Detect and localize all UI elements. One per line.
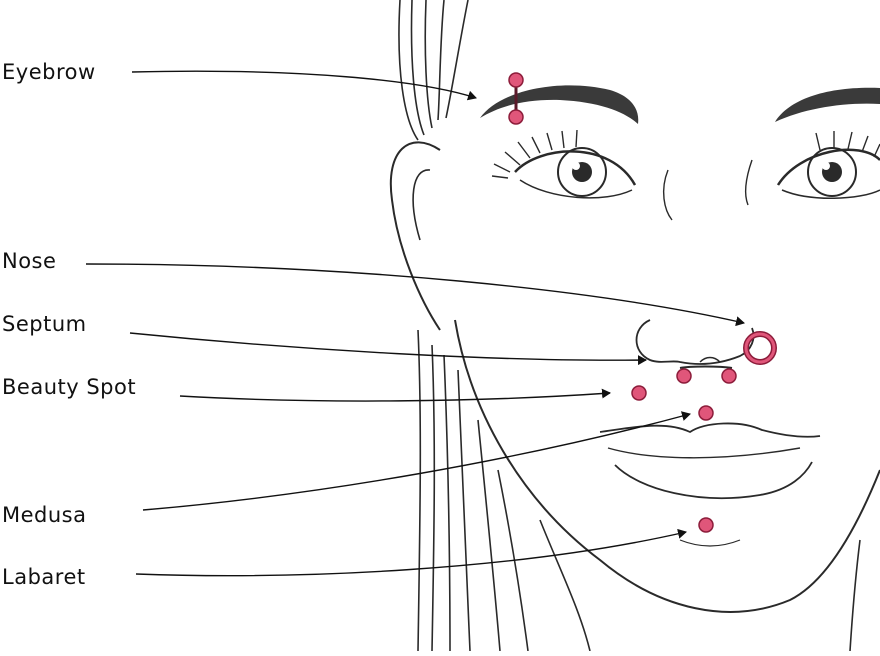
beauty-spot-piercing (631, 385, 647, 401)
eyebrow-piercing (508, 72, 524, 125)
neck-line (539, 519, 591, 652)
left-eyebrow (480, 85, 639, 124)
jaw-outline (454, 319, 880, 613)
label-nose: Nose (2, 249, 57, 273)
mouth-line (607, 447, 801, 459)
label-labaret: Labaret (2, 565, 86, 589)
arrow-beauty-spot (179, 388, 611, 402)
septum-ball-left (676, 368, 692, 384)
neck-line-right (849, 539, 861, 652)
arrow-medusa (142, 411, 691, 511)
nose-bridge-right (744, 159, 753, 206)
eyebrow-ball-bottom (508, 109, 524, 125)
arrow-labaret (135, 528, 687, 577)
arrow-eyebrow (131, 70, 477, 101)
lower-lip (614, 461, 813, 500)
label-medusa: Medusa (2, 503, 87, 527)
left-eye (491, 129, 637, 199)
labaret-piercing (698, 517, 714, 533)
label-beauty-spot: Beauty Spot (2, 375, 137, 399)
arrow-septum (129, 332, 647, 366)
eyebrow-ball-top (508, 72, 524, 88)
right-eyebrow (775, 87, 880, 122)
septum-ball-right (721, 368, 737, 384)
label-eyebrow: Eyebrow (2, 60, 96, 84)
right-eye (776, 131, 880, 199)
hair-lines (398, 0, 529, 652)
upper-lip (599, 422, 821, 438)
chin-line (679, 539, 741, 547)
label-septum: Septum (2, 312, 87, 336)
nose-outline (635, 319, 755, 365)
ear-inner (412, 169, 431, 241)
nose-bridge-left (662, 169, 673, 221)
septum-piercing (676, 365, 737, 384)
arrow-nose (85, 263, 745, 327)
medusa-piercing (698, 405, 714, 421)
nose-ring (743, 331, 777, 365)
nostril (699, 356, 721, 363)
ear-outline (389, 141, 441, 331)
